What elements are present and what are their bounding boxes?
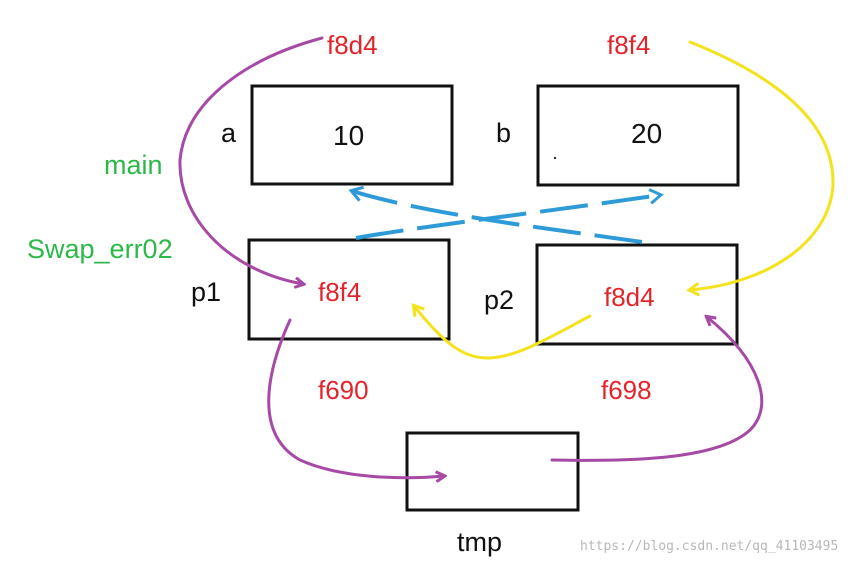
purple-arrow-tmp-to-p2 xyxy=(550,317,764,462)
value-a: 10 xyxy=(333,120,365,151)
box-p1 xyxy=(247,238,451,341)
value-p2: f8d4 xyxy=(604,282,655,312)
watermark-url: https://blog.csdn.net/qq_41103495 xyxy=(580,539,839,554)
box-p2 xyxy=(535,243,739,346)
box-tmp xyxy=(405,431,580,512)
variable-name-p1: p1 xyxy=(191,277,222,307)
scope-main-label: main xyxy=(104,150,163,180)
purple-arrow-p1-to-tmp xyxy=(267,318,444,478)
address-b: f8f4 xyxy=(607,30,651,60)
scope-function-label: Swap_err02 xyxy=(27,234,173,264)
address-a: f8d4 xyxy=(327,30,378,60)
variable-name-a: a xyxy=(221,118,237,148)
variable-name-tmp: tmp xyxy=(457,527,503,557)
box-b xyxy=(536,84,740,187)
address-p2: f698 xyxy=(601,375,652,405)
yellow-arrow-p2-to-p1 xyxy=(414,306,592,360)
yellow-arrow-b-to-p2 xyxy=(690,40,835,290)
variable-name-p2: p2 xyxy=(484,285,515,315)
purple-arrow-a-to-p1 xyxy=(178,36,324,284)
address-p1: f690 xyxy=(318,375,369,405)
blue-dashed-arrow-p2-to-a xyxy=(352,191,643,244)
stray-dot xyxy=(553,156,557,160)
value-p1: f8f4 xyxy=(318,277,362,307)
variable-name-b: b xyxy=(496,118,512,148)
blue-dashed-arrow-p1-to-b xyxy=(355,195,660,240)
value-b: 20 xyxy=(631,118,663,149)
box-a xyxy=(250,84,454,186)
